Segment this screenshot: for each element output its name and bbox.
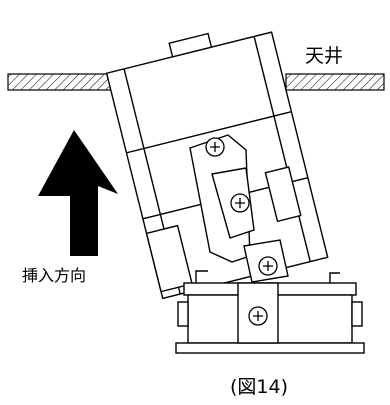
direction-label: 挿入方向 xyxy=(22,266,86,285)
screw-icon xyxy=(230,193,250,213)
screw-icon xyxy=(205,137,225,157)
screw-icon xyxy=(258,256,278,276)
figure-caption: (図14) xyxy=(230,376,288,398)
ceiling-left xyxy=(7,73,115,91)
ceiling-right xyxy=(285,73,385,91)
ceiling-label: 天井 xyxy=(305,45,343,67)
mounting-base xyxy=(175,270,365,354)
insertion-arrow-icon xyxy=(38,130,118,256)
screw-icon xyxy=(248,306,268,326)
